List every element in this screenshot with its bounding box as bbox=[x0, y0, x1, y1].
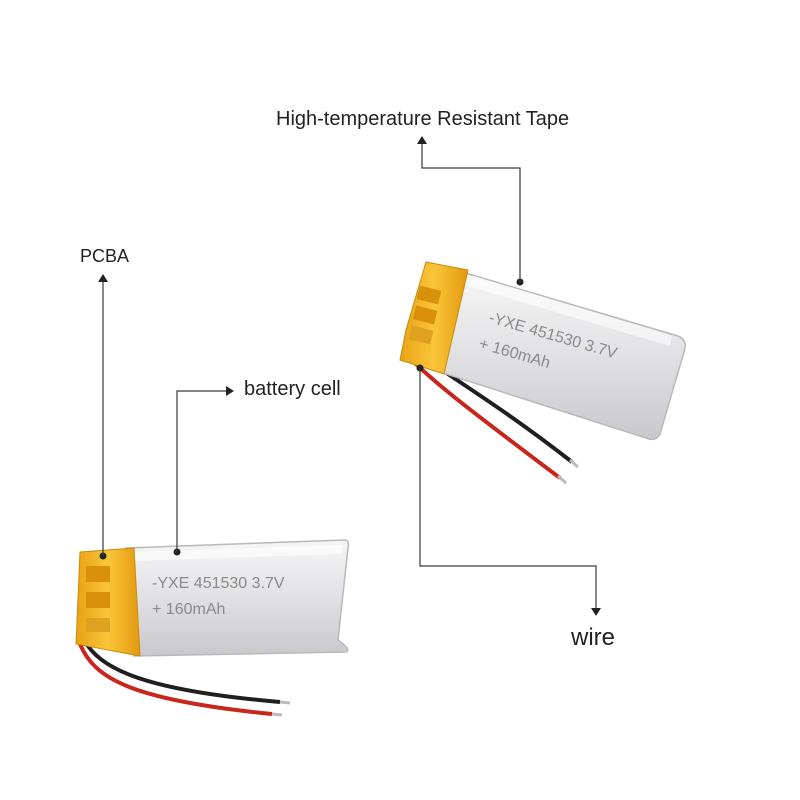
wire-black-left bbox=[82, 639, 281, 704]
battery-capacity-text-left: + 160mAh bbox=[152, 601, 225, 618]
wire-label: wire bbox=[571, 624, 616, 651]
callout-wire bbox=[416, 364, 601, 616]
pcba-label: PCBA bbox=[80, 246, 130, 266]
callout-pcba bbox=[98, 274, 108, 560]
arrow-down-icon bbox=[591, 608, 601, 616]
callout-tape bbox=[417, 136, 524, 286]
battery-model-text-left: -YXE 451530 3.7V bbox=[152, 575, 285, 592]
battery-right: -YXE 451530 3.7V + 160mAh bbox=[399, 261, 686, 485]
arrow-up-icon bbox=[98, 274, 108, 282]
arrow-right-icon bbox=[226, 386, 234, 396]
battery-left: -YXE 451530 3.7V + 160mAh bbox=[75, 539, 350, 717]
battery-cell-body-right bbox=[439, 271, 686, 441]
battery-cell-label: battery cell bbox=[244, 378, 341, 400]
tape-label: High-temperature Resistant Tape bbox=[276, 108, 570, 130]
wire-red-left bbox=[78, 643, 273, 716]
arrow-up-icon bbox=[417, 136, 427, 144]
callout-battery-cell bbox=[173, 386, 234, 556]
battery-cell-body-left bbox=[125, 539, 350, 657]
